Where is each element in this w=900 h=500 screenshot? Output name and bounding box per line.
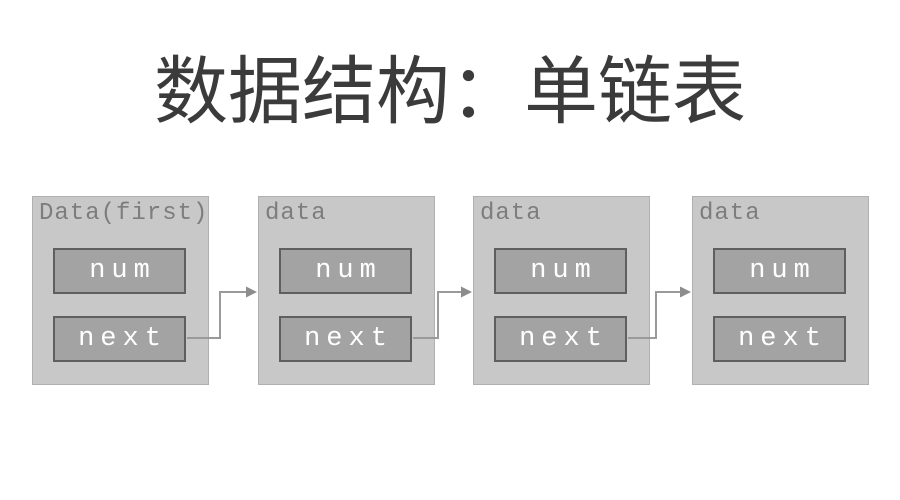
node-label: Data(first) (39, 200, 209, 227)
linked-list-node-1: Data(first) num next (32, 196, 209, 385)
field-num: num (494, 248, 627, 294)
page-title: 数据结构：单链表 (154, 50, 746, 133)
field-next: next (53, 316, 186, 362)
field-next: next (279, 316, 412, 362)
linked-list-node-4: data num next (692, 196, 869, 385)
field-num: num (713, 248, 846, 294)
field-num: num (53, 248, 186, 294)
node-label: data (699, 200, 761, 227)
field-num: num (279, 248, 412, 294)
node-label: data (480, 200, 542, 227)
field-next: next (494, 316, 627, 362)
field-next: next (713, 316, 846, 362)
linked-list-node-2: data num next (258, 196, 435, 385)
linked-list-node-3: data num next (473, 196, 650, 385)
node-label: data (265, 200, 327, 227)
arrowhead-right-icon (461, 286, 472, 298)
arrowhead-right-icon (680, 286, 691, 298)
arrowhead-right-icon (246, 286, 257, 298)
